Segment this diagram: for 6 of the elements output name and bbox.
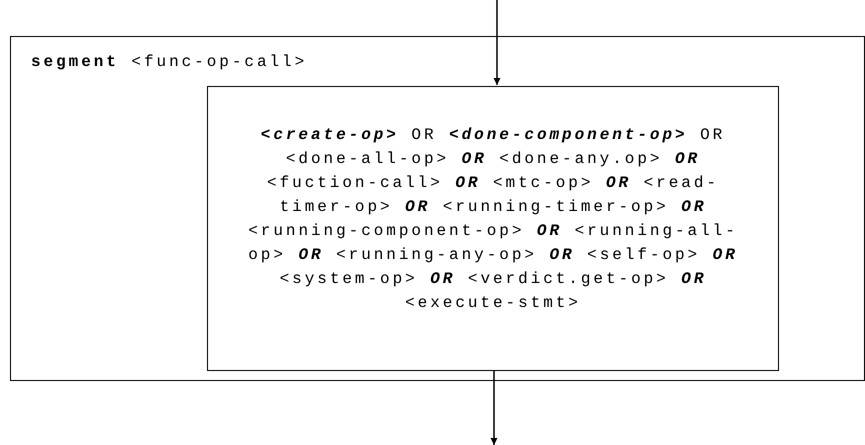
process-box xyxy=(207,86,779,371)
segment-frame xyxy=(10,36,865,381)
flow-arrow xyxy=(494,0,500,85)
flow-arrow xyxy=(490,370,498,445)
segment-heading: segment <func-op-call> xyxy=(31,53,308,71)
box-text: <create-op> OR <done-component-op> OR <done-all-op> OR <done-any.op> OR <fuction-call> OR <mtc-op> OR <read-timer-op> OR <running-timer-op> OR <running-component-op> OR <running-all-op> OR <running-any-op> OR <self-op> OR <system-op> OR <verdict.get-op> OR <execute-stmt> xyxy=(247,125,739,314)
